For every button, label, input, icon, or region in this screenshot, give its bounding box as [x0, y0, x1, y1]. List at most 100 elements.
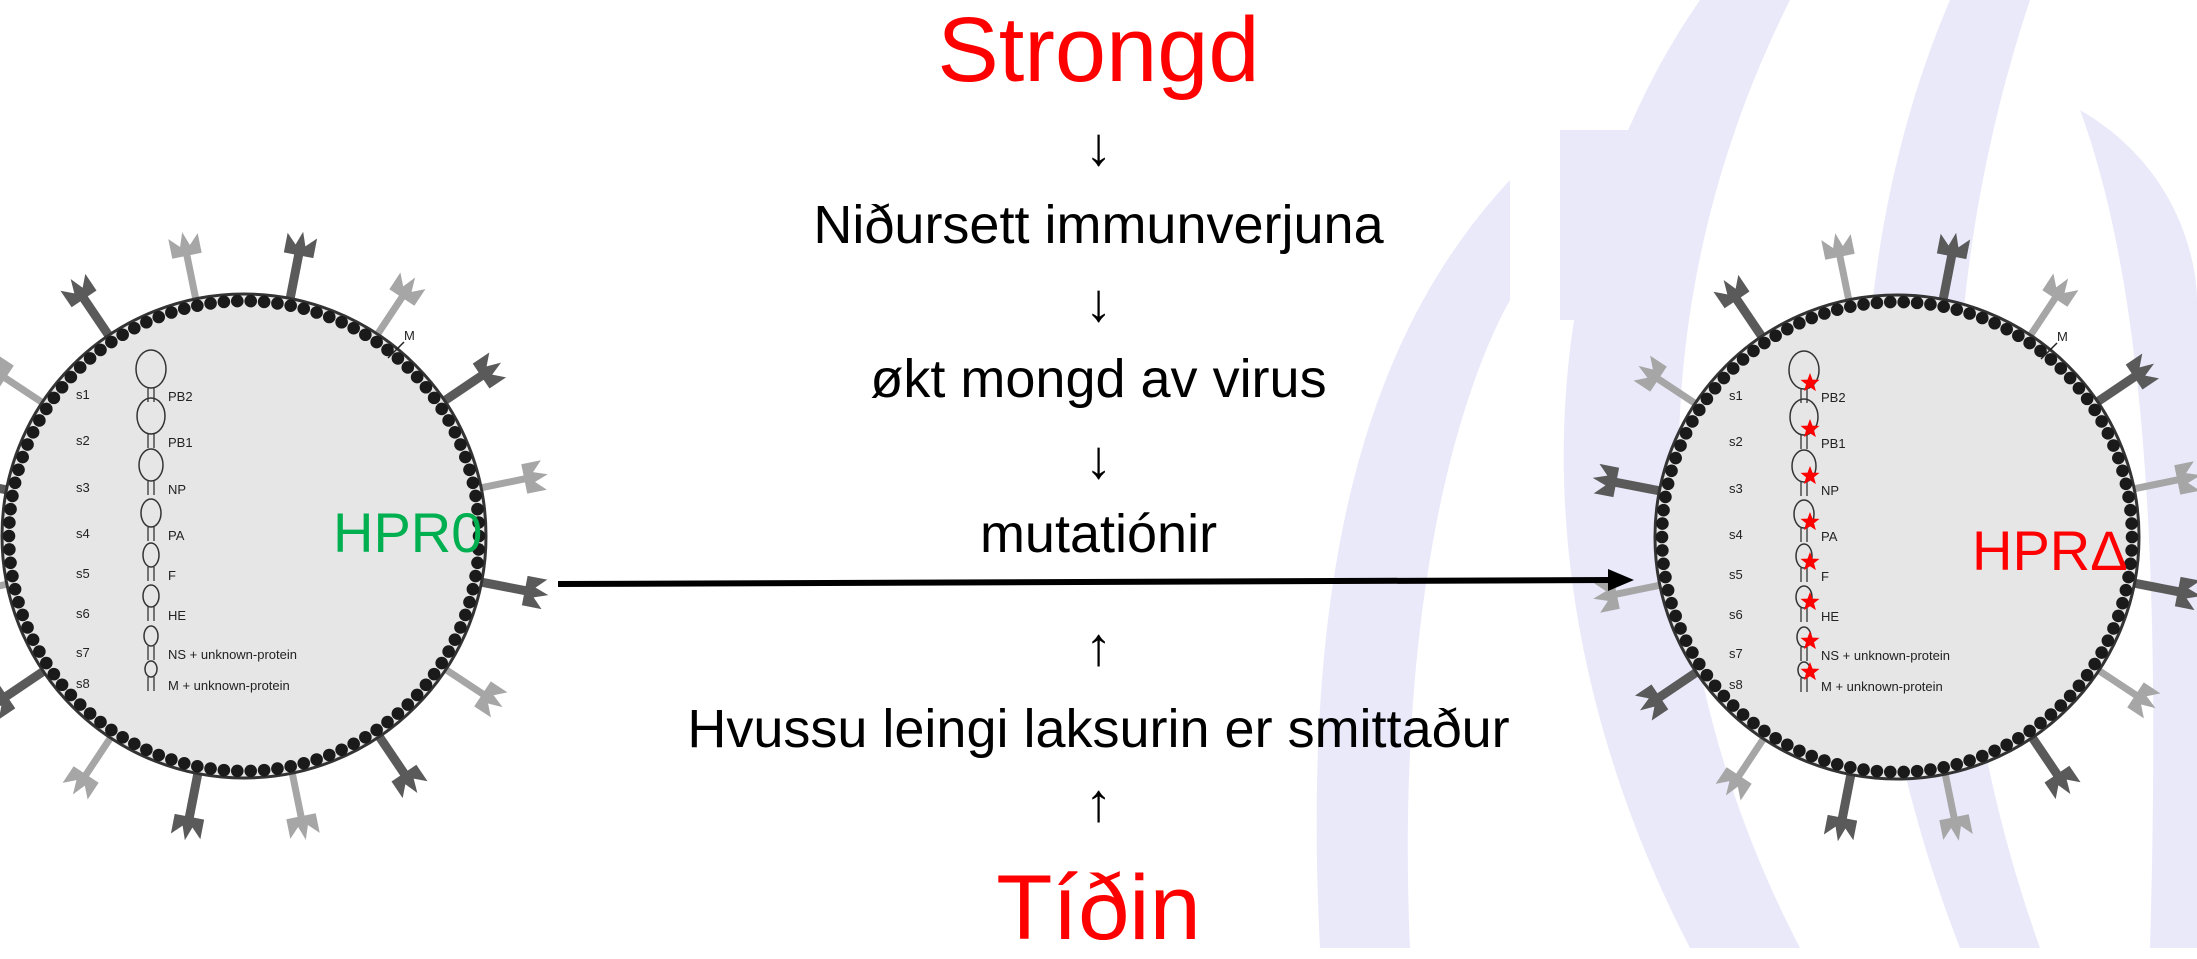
background-arc [1560, 130, 1660, 320]
membrane-bead [1988, 744, 2001, 758]
segment-id: s5 [1729, 567, 1743, 582]
membrane-bead [2112, 609, 2125, 623]
rna-segment-loop [135, 349, 167, 389]
membrane-bead [16, 450, 29, 464]
virus-spike-stalk [2091, 372, 2139, 408]
virus-spike-head [391, 764, 428, 799]
virus-spike-stalk [373, 730, 409, 778]
membrane-bead [2124, 503, 2137, 517]
mutation-star-icon [1800, 662, 1820, 681]
virus-spike-head [1633, 355, 1667, 392]
mutation-star-icon [1800, 466, 1820, 485]
rna-segment-loop [142, 584, 160, 608]
rna-segment-loop [138, 448, 164, 482]
membrane-bead [1883, 765, 1897, 779]
segment-id: s5 [76, 566, 90, 581]
membrane-bead [3, 543, 16, 556]
membrane-bead [244, 764, 258, 778]
segment-protein: PA [1821, 529, 1838, 544]
membrane-bead [1975, 311, 1989, 325]
membrane-bead [204, 762, 217, 775]
virus-spike-stalk [438, 371, 486, 407]
membrane-bead [2023, 336, 2036, 350]
membrane-bead [1793, 316, 1806, 330]
membrane-bead [217, 763, 231, 777]
virus-spike-head [389, 272, 426, 306]
membrane-bead [310, 306, 323, 319]
membrane-bead [419, 678, 433, 692]
membrane-bead [2116, 596, 2129, 610]
membrane-bead [26, 633, 40, 646]
membrane-bead [2125, 544, 2138, 557]
membrane-bead [47, 391, 61, 405]
step-1: Niðursett immunverjuna [813, 195, 1384, 255]
membrane-bead [359, 730, 372, 744]
membrane-bead [427, 391, 441, 405]
membrane-bead [2095, 415, 2108, 428]
membrane-bead [73, 361, 87, 374]
membrane-bead [1674, 439, 1687, 452]
virus-spike-head [1936, 232, 1971, 260]
membrane-bead [1988, 316, 2001, 330]
membrane-bead [322, 748, 336, 762]
mutation-star-icon [1800, 512, 1820, 531]
membrane-bead [1758, 336, 1771, 350]
mutation-star-icon [1800, 631, 1820, 650]
segment-protein: F [1821, 569, 1829, 584]
membrane-bead [2072, 381, 2086, 395]
virus-label-hpr0: HPR0 [333, 501, 483, 564]
rna-segment-loop [1788, 350, 1820, 390]
virus-spike-stalk [2025, 295, 2059, 341]
membrane-bead [1793, 744, 1806, 758]
membrane-bead [1870, 764, 1884, 778]
membrane-bead [1669, 451, 1682, 465]
virus-spike-head [1823, 814, 1858, 842]
virus-spike-stalk [440, 664, 486, 698]
membrane-bead [230, 294, 244, 308]
membrane-bead [2116, 464, 2129, 478]
membrane-bead [454, 621, 467, 634]
segment-protein: HE [1821, 609, 1839, 624]
membrane-bead [4, 502, 17, 516]
membrane-bead [83, 352, 97, 365]
membrane-bead [152, 748, 166, 762]
membrane-bead [466, 582, 480, 596]
rna-segment-loop [1795, 585, 1813, 609]
membrane-bead [310, 753, 323, 766]
virus-spike-head [286, 813, 320, 840]
membrane-bead [466, 476, 480, 490]
virus-spike-head [472, 352, 507, 389]
membrane-bead [2107, 439, 2120, 452]
main-arrow-head [1608, 569, 1634, 591]
membrane-bead [140, 315, 153, 329]
virus-spike-head [283, 231, 318, 259]
membrane-bead [1950, 303, 1964, 317]
membrane-pointer [2040, 342, 2058, 360]
mutation-star-icon [1800, 592, 1820, 611]
segment-protein: PB1 [1821, 436, 1846, 451]
membrane-bead [1830, 757, 1844, 771]
membrane-bead [1655, 530, 1669, 544]
virus-spike-head [474, 681, 508, 718]
membrane-bead [284, 760, 297, 773]
membrane-bead [410, 688, 424, 702]
segment-protein: M + unknown-protein [1821, 679, 1943, 694]
membrane-bead [2119, 477, 2133, 491]
membrane-bead [2072, 679, 2086, 693]
membrane-bead [1805, 311, 1819, 325]
virus-spike-stalk [183, 252, 200, 305]
segment-protein: PB2 [1821, 390, 1846, 405]
segment-id: s8 [76, 676, 90, 691]
membrane-bead [454, 438, 467, 451]
membrane-bead [165, 753, 178, 766]
membrane-bead [177, 756, 191, 770]
membrane-bead [471, 556, 484, 570]
virus-label-hpr-delta: HPRΔ [1972, 519, 2128, 582]
membrane-bead [1726, 699, 1740, 712]
arrow-up-2: ↑ [1085, 773, 1112, 833]
virus-spike-head [2042, 273, 2079, 307]
membrane-bead [463, 463, 476, 477]
virus-spike-stalk [1732, 295, 1768, 343]
virus-spike-head [521, 460, 548, 494]
membrane-bead [1805, 749, 1819, 763]
